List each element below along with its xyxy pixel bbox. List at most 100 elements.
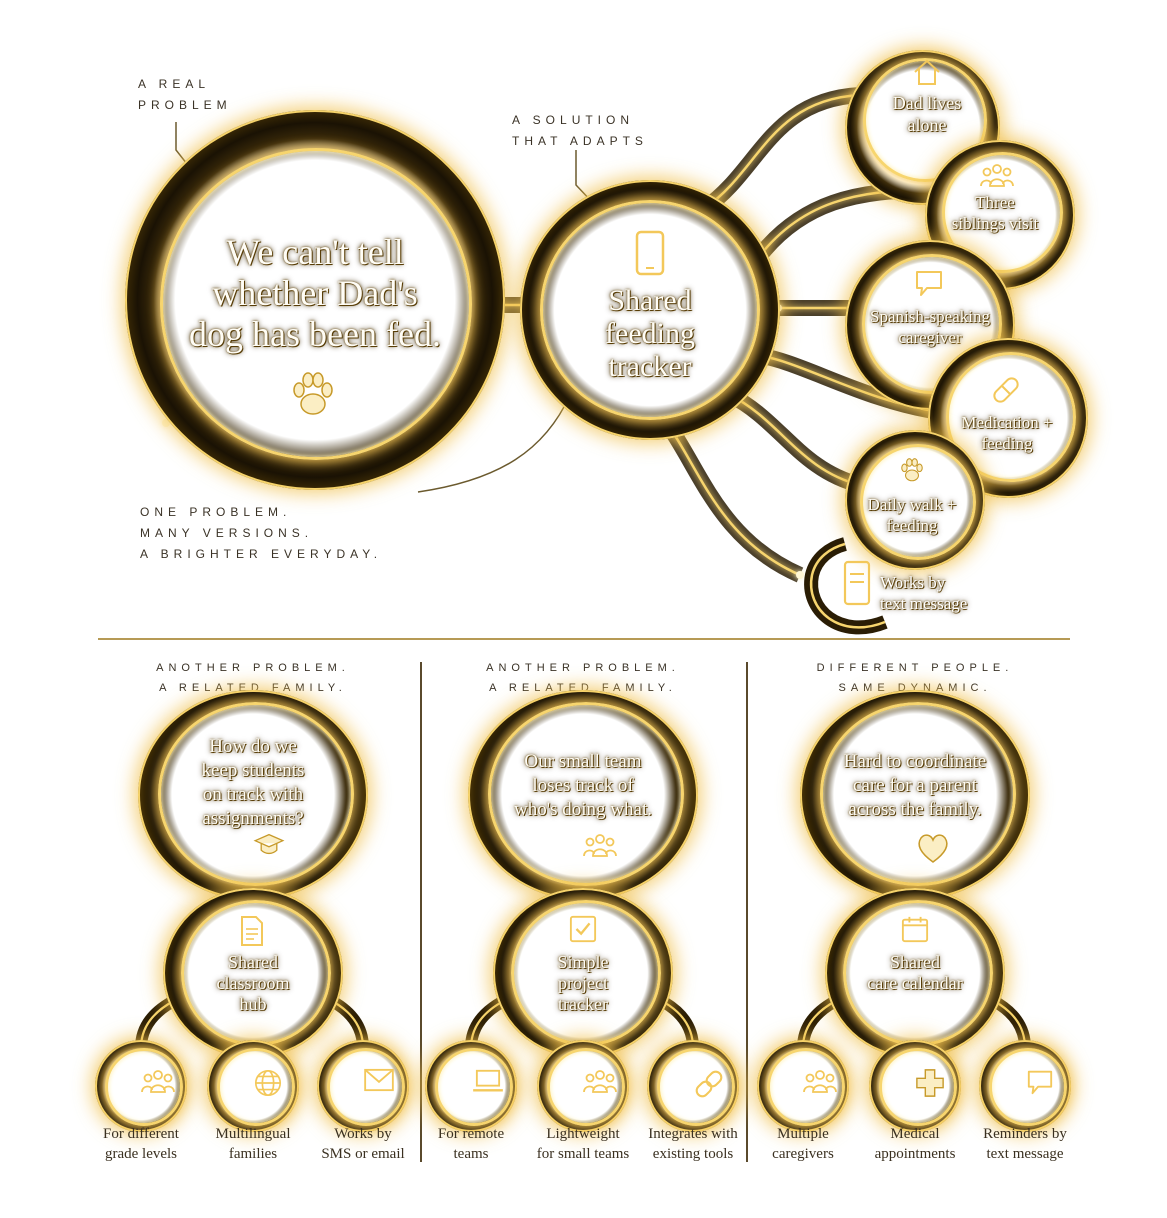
panel-problem-text: Hard to coordinate care for a parent acros…	[825, 750, 1005, 822]
panel-solution-line: hub	[239, 994, 267, 1014]
leaf-label: For different grade levels	[76, 1124, 206, 1164]
home-icon	[914, 59, 940, 85]
leaf-ring	[547, 1048, 625, 1126]
leaf-label-line: Multilingual	[215, 1126, 291, 1142]
people-icon	[565, 832, 617, 864]
leaf-ring	[657, 1048, 735, 1126]
phone-icon	[843, 560, 871, 606]
solution-ring	[540, 200, 760, 420]
leaf-label: Integrates with existing tools	[628, 1124, 758, 1164]
leaf-label-line: Lightweight	[546, 1126, 620, 1142]
panel-problem-line: Hard to coordinate	[843, 751, 987, 772]
panel-solution-line: tracker	[558, 994, 608, 1014]
panel-problem-line: on track with	[202, 784, 304, 805]
graduation-cap-icon	[235, 832, 285, 864]
paw-icon	[901, 458, 923, 482]
panel-problem-text: How do we keep students on track with assig…	[163, 735, 343, 831]
text-message-arc	[804, 537, 888, 635]
panel-problem-ring	[820, 702, 1016, 886]
leaf-label-line: teams	[453, 1146, 489, 1162]
leaf-label-line: existing tools	[652, 1146, 734, 1162]
panel-solution-line: Shared	[890, 952, 940, 972]
panel-header-line: DIFFERENT PEOPLE.	[816, 662, 1014, 674]
leaf-ring	[435, 1048, 513, 1126]
leaf-ring	[105, 1048, 183, 1126]
checkbox-icon	[569, 915, 599, 947]
panel-header-line: A RELATED FAMILY.	[159, 682, 347, 694]
leaf-ring	[989, 1048, 1067, 1126]
pill-icon	[993, 377, 1019, 403]
people-icon	[566, 1068, 617, 1098]
leaf-label: For remote teams	[406, 1124, 536, 1164]
panel-problem-ring	[158, 702, 354, 886]
leaf-label-line: Works by	[334, 1126, 392, 1142]
panel-problem-line: keep students	[201, 760, 305, 781]
panel-divider	[420, 662, 422, 1162]
panel-solution-line: Shared	[228, 952, 278, 972]
leaf-label-line: for small teams	[536, 1146, 630, 1162]
panel-header-line: A RELATED FAMILY.	[489, 682, 677, 694]
panel-solution-line: Simple	[557, 952, 609, 972]
leaf-label: Multiple caregivers	[738, 1124, 868, 1164]
leaf-label: Reminders by text message	[960, 1124, 1090, 1164]
panel-problem-line: loses track of	[532, 775, 634, 796]
panel-problem-line: Our small team	[524, 751, 642, 772]
panel-header: DIFFERENT PEOPLE.SAME DYNAMIC.	[785, 658, 1045, 698]
leaf-label-line: Multiple	[777, 1126, 829, 1142]
leaf-label-line: Medical	[890, 1126, 940, 1142]
panel-header-line: ANOTHER PROBLEM.	[156, 662, 350, 674]
leaf-ring	[217, 1048, 295, 1126]
people-icon	[980, 164, 1014, 187]
speech-bubble-icon	[916, 271, 942, 296]
problem-text: We can't tell whether Dad's dog has been…	[189, 232, 441, 354]
panel-solution-line: care calendar	[867, 973, 963, 993]
panel-header: ANOTHER PROBLEM. A RELATED FAMILY.	[453, 658, 713, 698]
calendar-icon	[901, 915, 931, 947]
solution-text: Shared feeding tracker	[605, 284, 695, 383]
variant-label: Dad lives alone	[892, 93, 962, 135]
leaf-label-line: grade levels	[104, 1146, 178, 1162]
problem-ring	[160, 148, 472, 460]
leaf-label-line: caregivers	[772, 1146, 834, 1162]
leaf-label-line: For different	[103, 1126, 179, 1142]
variant-ring	[946, 352, 1076, 482]
panel-solution-line: project	[558, 973, 608, 993]
variant-ring	[860, 444, 976, 560]
panel-header: ANOTHER PROBLEM. A RELATED FAMILY.	[123, 658, 383, 698]
panel-problem-ring	[488, 702, 684, 886]
leaf-label-line: Reminders by	[983, 1126, 1067, 1142]
leaf-label-line: appointments	[874, 1146, 956, 1162]
variant-label: Daily walk + feeding	[867, 495, 957, 535]
panel-divider	[746, 662, 748, 1162]
panel-problem-line: assignments?	[202, 808, 304, 829]
plus-icon	[898, 1068, 944, 1098]
panel-solution-line: classroom	[216, 973, 290, 993]
panel-problem-line: across the family.	[848, 799, 982, 820]
people-icon	[124, 1068, 175, 1098]
heart-icon	[897, 832, 948, 864]
people-icon	[786, 1068, 837, 1098]
tagline: ONE PROBLEM. MANY VERSIONS. A BRIGHTER E…	[140, 505, 383, 561]
panel-header-line: ANOTHER PROBLEM.	[486, 662, 680, 674]
leaf-ring	[879, 1048, 957, 1126]
label-real-problem: A REAL PROBLEM	[138, 77, 232, 112]
speech-bubble-icon	[1008, 1068, 1053, 1098]
leaf-label: Lightweight for small teams	[518, 1124, 648, 1164]
panel-problem-line: How do we	[209, 736, 297, 757]
phone-icon	[635, 230, 665, 276]
panel-problem-line: care for a parent	[853, 775, 977, 796]
leaf-label-line: Integrates with	[648, 1126, 738, 1142]
laptop-icon	[454, 1068, 503, 1098]
leaf-label-line: text message	[986, 1146, 1064, 1162]
variant-label: Spanish-speaking caregiver	[870, 307, 990, 347]
link-icon	[676, 1068, 723, 1098]
leaf-label-line: For remote	[437, 1126, 505, 1142]
variant-label: Three siblings visit	[951, 193, 1039, 233]
section-divider	[98, 638, 1070, 640]
variant-label: Medication + feeding	[961, 413, 1053, 453]
leaf-label: Medical appointments	[850, 1124, 980, 1164]
